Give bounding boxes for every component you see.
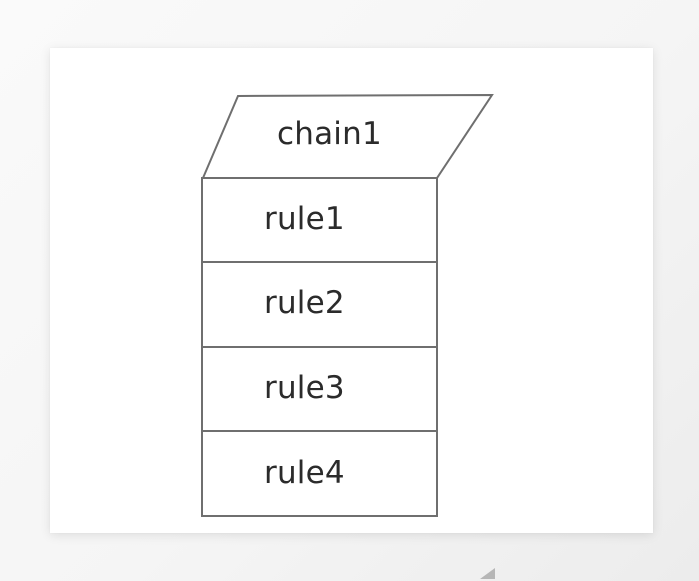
rule-node-2[interactable]	[202, 262, 437, 347]
rule-box-1[interactable]	[201, 177, 438, 264]
chain-label: chain1	[277, 116, 382, 152]
rule-label-3: rule3	[264, 370, 345, 406]
rule-label-1: rule1	[264, 201, 345, 237]
rule-node-4[interactable]	[202, 431, 437, 516]
rule-box-3[interactable]	[201, 346, 438, 433]
rule-node-1[interactable]	[202, 178, 437, 263]
rule-label-2: rule2	[264, 285, 345, 321]
chain-node[interactable]	[203, 94, 493, 179]
rule-label-4: rule4	[264, 455, 345, 491]
rule-box-4[interactable]	[201, 430, 438, 517]
corner-artifact-icon	[480, 568, 495, 579]
rule-box-2[interactable]	[201, 261, 438, 348]
rule-node-3[interactable]	[202, 347, 437, 432]
